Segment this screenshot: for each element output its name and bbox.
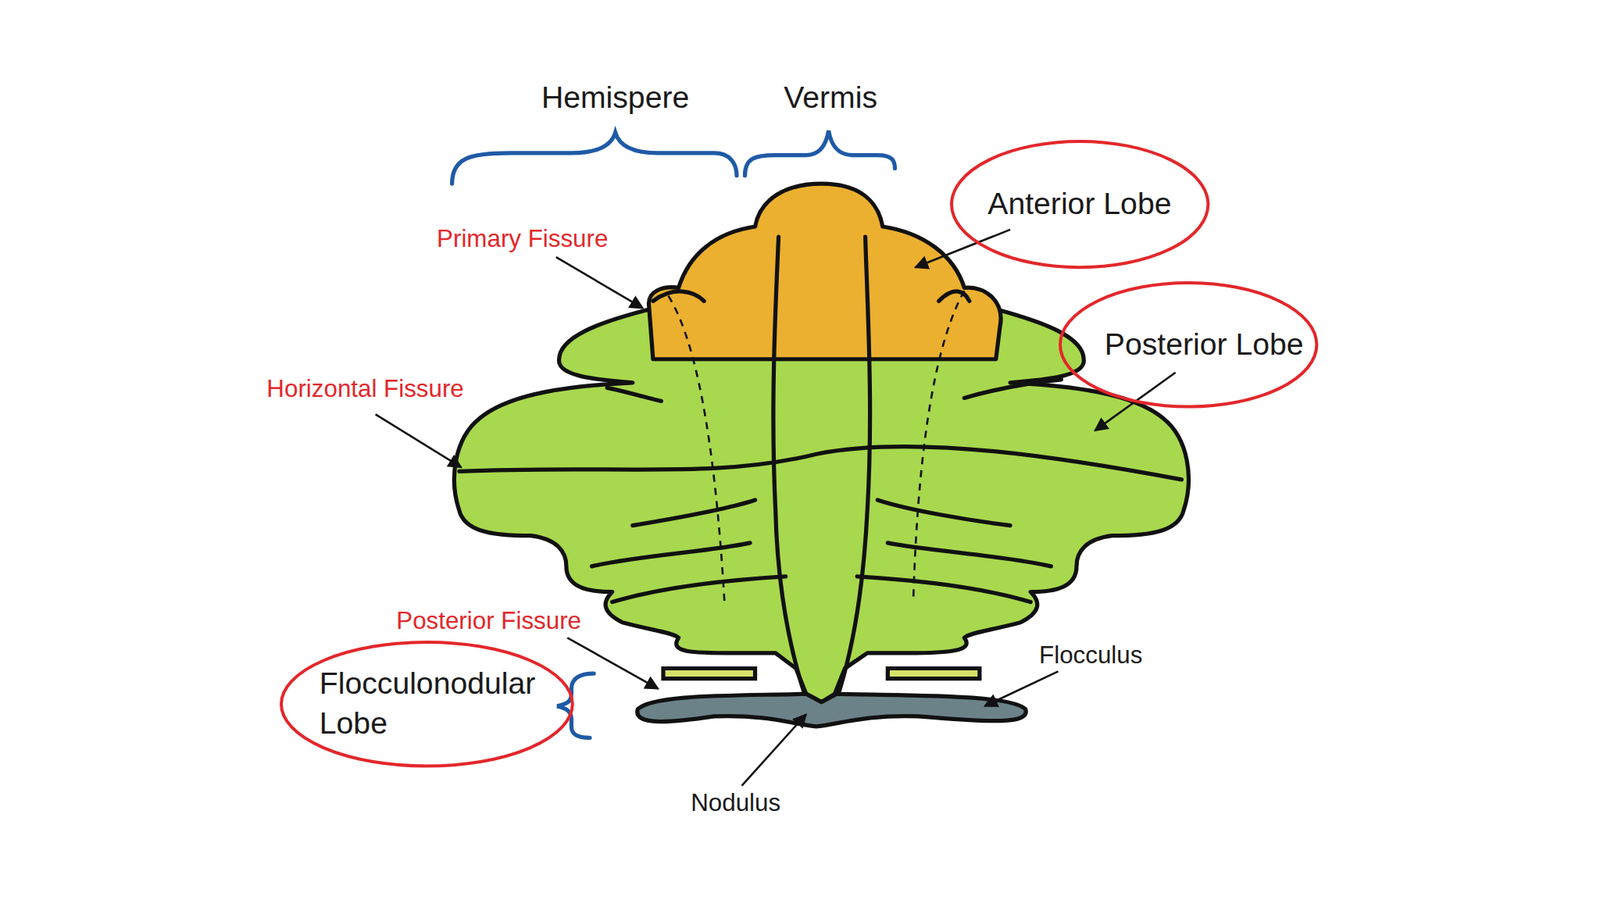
leader-arrows [375, 229, 1176, 786]
part-label: Horizontal Fissure [266, 375, 464, 402]
dashed-lines [668, 290, 965, 602]
anterior-lobe-shape [648, 183, 1001, 360]
posterior-lobe-shape [453, 309, 1189, 703]
lobe-name: Anterior Lobe [987, 184, 1172, 225]
part-label: Primary Fissure [436, 225, 608, 252]
part-label: Hemispere [541, 81, 690, 115]
lobe-ellipse: Flocculonodular Lobe [278, 639, 575, 769]
part-label: Vermis [783, 81, 878, 115]
lobe-ellipse: Posterior Lobe [1057, 280, 1319, 410]
text-holder: Posterior Lobe [1057, 280, 1319, 410]
flocculonodular-shape [637, 693, 1026, 727]
lobe-ellipse: Anterior Lobe [949, 139, 1211, 270]
ellipse-outline [278, 639, 575, 769]
part-label: Posterior Fissure [396, 607, 582, 635]
lobe-name: Flocculonodular Lobe [319, 664, 575, 744]
text-holder: Anterior Lobe [949, 139, 1211, 270]
part-label: Flocculus [1039, 641, 1143, 668]
lobe-name: Posterior Lobe [1104, 325, 1304, 365]
part-label: Nodulus [690, 789, 781, 817]
text-holder: Flocculonodular Lobe [278, 639, 575, 769]
